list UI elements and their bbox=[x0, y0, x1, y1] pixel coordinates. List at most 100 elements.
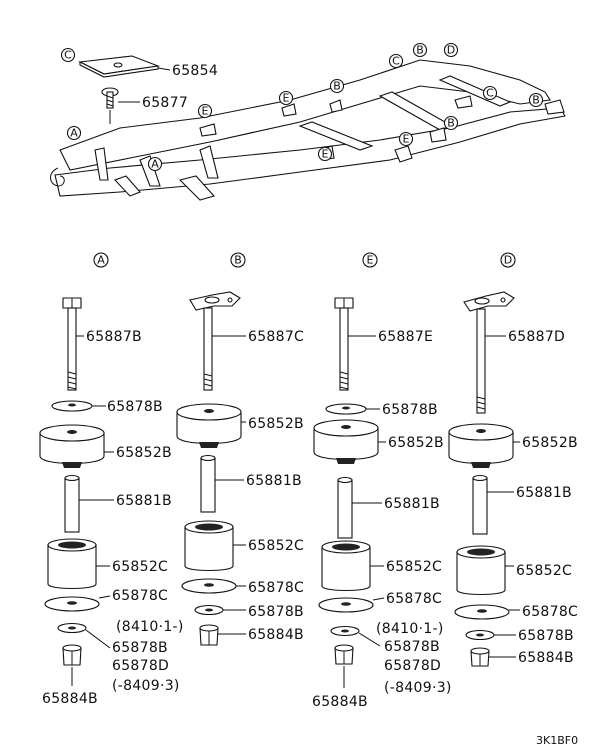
part-label-collar-d: 65881B bbox=[516, 485, 572, 501]
svg-text:C: C bbox=[64, 49, 72, 62]
part-label-65877: 65877 bbox=[142, 95, 188, 111]
part-label-washer-large-b: 65878C bbox=[248, 580, 304, 596]
nut-e bbox=[334, 644, 354, 688]
cushion-upper-a bbox=[39, 424, 114, 468]
washer-large-b bbox=[181, 578, 246, 594]
nut-d bbox=[470, 647, 516, 667]
part-label-washer-small-to-e: 65878D bbox=[384, 658, 441, 674]
svg-text:D: D bbox=[504, 254, 512, 267]
washer-small-e bbox=[330, 625, 381, 647]
part-label-bolt-b: 65887C bbox=[248, 329, 304, 345]
part-label-washer-large-e: 65878C bbox=[386, 591, 442, 607]
frame-marker-a-mid: A bbox=[147, 156, 163, 172]
part-label-nut-d: 65884B bbox=[518, 650, 574, 666]
screw-65877 bbox=[101, 87, 140, 109]
mount-column-e: E 65887E 65878B 65852B bbox=[312, 252, 452, 710]
frame-marker-e-2: E bbox=[278, 90, 294, 106]
part-label-cushion-lower-b: 65852C bbox=[248, 538, 304, 554]
part-label-cushion-upper-a: 65852B bbox=[116, 445, 172, 461]
frame-marker-e-4: E bbox=[398, 131, 414, 147]
cushion-lower-e bbox=[321, 540, 384, 592]
washer-small-a bbox=[57, 622, 111, 649]
collar-a bbox=[64, 474, 114, 533]
svg-text:E: E bbox=[322, 148, 329, 161]
svg-text:B: B bbox=[333, 80, 341, 93]
part-label-bolt-e: 65887E bbox=[378, 329, 433, 345]
part-label-nut-a: 65884B bbox=[42, 691, 98, 707]
svg-text:B: B bbox=[532, 94, 540, 107]
part-label-bolt-a: 65887B bbox=[86, 329, 142, 345]
part-label-washer-small-from-e: 65878B bbox=[384, 639, 440, 655]
frame-marker-b-3: B bbox=[528, 92, 544, 108]
washer-small-d bbox=[465, 629, 516, 641]
frame-marker-a-front: A bbox=[66, 125, 82, 141]
note-to-e: (-8409·3) bbox=[384, 680, 452, 696]
washer-top-a bbox=[51, 400, 106, 412]
cushion-lower-a bbox=[47, 538, 110, 590]
note-from-e: (8410·1-) bbox=[376, 621, 444, 637]
part-label-nut-b: 65884B bbox=[248, 627, 304, 643]
svg-text:A: A bbox=[70, 127, 78, 140]
svg-text:B: B bbox=[416, 44, 424, 57]
part-label-cushion-lower-d: 65852C bbox=[516, 563, 572, 579]
washer-large-d bbox=[454, 604, 520, 620]
frame-marker-e-3: E bbox=[317, 146, 333, 162]
note-from-a: (8410·1-) bbox=[116, 619, 184, 635]
part-label-washer-large-a: 65878C bbox=[112, 588, 168, 604]
part-label-cushion-upper-b: 65852B bbox=[248, 416, 304, 432]
svg-text:B: B bbox=[234, 254, 242, 267]
svg-text:E: E bbox=[202, 105, 209, 118]
frame-marker-b-2: B bbox=[412, 42, 428, 58]
part-label-collar-b: 65881B bbox=[246, 473, 302, 489]
cushion-upper-e bbox=[313, 419, 386, 464]
part-label-cushion-upper-e: 65852B bbox=[388, 435, 444, 451]
frame-marker-c-2: C bbox=[388, 53, 404, 69]
nut-a bbox=[62, 644, 82, 686]
frame-marker-c-3: C bbox=[482, 85, 498, 101]
frame-marker-d: D bbox=[443, 42, 459, 58]
part-label-washer-small-from-a: 65878B bbox=[112, 640, 168, 656]
collar-b bbox=[200, 454, 244, 513]
svg-text:B: B bbox=[447, 117, 455, 130]
washer-small-b bbox=[194, 604, 246, 616]
column-marker-a: A bbox=[93, 252, 109, 268]
svg-text:A: A bbox=[151, 158, 159, 171]
part-label-65854: 65854 bbox=[172, 63, 218, 79]
frame-marker-c-plate: C bbox=[60, 47, 76, 63]
part-label-washer-small-to-a: 65878D bbox=[112, 658, 169, 674]
part-label-collar-e: 65881B bbox=[384, 496, 440, 512]
part-label-washer-small-b: 65878B bbox=[248, 604, 304, 620]
part-label-cushion-lower-e: 65852C bbox=[386, 559, 442, 575]
washer-large-e bbox=[318, 597, 385, 613]
note-to-a: (-8409·3) bbox=[112, 678, 180, 694]
part-label-washer-small-d: 65878B bbox=[518, 628, 574, 644]
part-label-bolt-d: 65887D bbox=[508, 329, 565, 345]
mount-column-d: D 65887D 65852B 65881B bbox=[448, 252, 578, 667]
svg-text:E: E bbox=[403, 133, 410, 146]
part-label-washer-top-a: 65878B bbox=[107, 399, 163, 415]
column-marker-d: D bbox=[500, 252, 516, 268]
svg-text:C: C bbox=[486, 87, 494, 100]
part-label-washer-large-d: 65878C bbox=[522, 604, 578, 620]
frame-marker-b-4: B bbox=[443, 115, 459, 131]
washer-large-a bbox=[44, 595, 111, 612]
part-label-cushion-upper-d: 65852B bbox=[522, 435, 578, 451]
column-marker-e: E bbox=[362, 252, 378, 268]
cushion-lower-b bbox=[184, 520, 246, 572]
svg-text:D: D bbox=[447, 44, 455, 57]
svg-text:A: A bbox=[97, 254, 105, 267]
frame-assembly: 65854 65877 C A A E E E bbox=[50, 42, 566, 201]
cushion-lower-d bbox=[456, 545, 514, 596]
mount-column-b: B 65887C 65852B 65881B bbox=[176, 252, 304, 646]
bolt-65887c bbox=[189, 291, 246, 391]
bolt-65887e bbox=[334, 297, 376, 391]
svg-text:C: C bbox=[392, 55, 400, 68]
collar-e bbox=[337, 476, 382, 539]
part-label-cushion-lower-a: 65852C bbox=[112, 559, 168, 575]
bolt-65887d bbox=[463, 291, 515, 414]
column-marker-b: B bbox=[230, 252, 246, 268]
frame-marker-e-1: E bbox=[197, 103, 213, 119]
washer-top-e bbox=[325, 403, 380, 415]
part-label-washer-top-e: 65878B bbox=[382, 402, 438, 418]
